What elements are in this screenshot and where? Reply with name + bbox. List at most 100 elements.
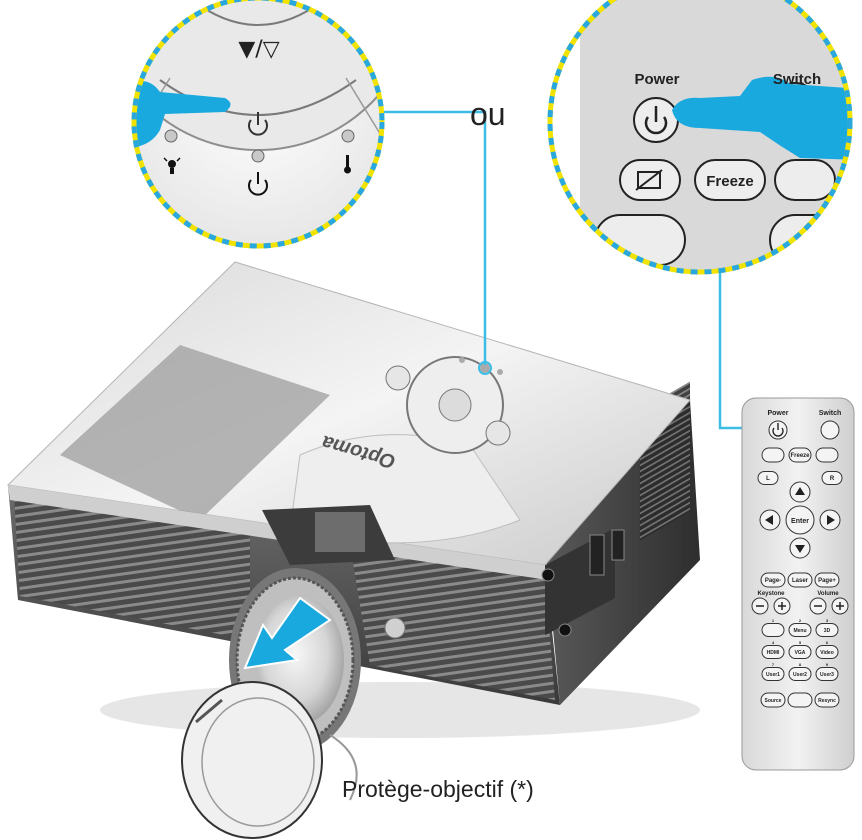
remote-volume-label: Volume xyxy=(817,591,839,597)
remote-page-1-button[interactable] xyxy=(787,572,813,588)
keypad-led-power xyxy=(480,363,490,373)
top-lid xyxy=(60,345,330,520)
led-power xyxy=(251,149,265,163)
remote-grid-8-label: User3 xyxy=(820,672,834,678)
hand-pointer-left xyxy=(134,81,231,148)
led-lamp xyxy=(164,129,178,143)
remote-grid-6-label: User1 xyxy=(766,672,780,678)
remote-grid-5-button[interactable] xyxy=(815,645,839,659)
port-vga xyxy=(589,534,605,576)
keypad-button-left xyxy=(385,365,411,391)
remote-lr-1-button[interactable] xyxy=(821,471,843,485)
remote-lr-0-button[interactable] xyxy=(757,471,779,485)
keypad-zoom-edge-right xyxy=(345,77,382,151)
remote-grid-4-button[interactable] xyxy=(788,645,812,659)
remote-bottom-1-button[interactable] xyxy=(787,692,813,708)
remote-grid-number: 2 xyxy=(799,618,802,623)
remote-grid-number: 8 xyxy=(799,662,802,667)
remote-grid-1-label: Menu xyxy=(793,628,806,634)
zoom-circle-keypad-border-dash xyxy=(131,0,385,249)
remote-grid-6-button[interactable] xyxy=(761,667,785,681)
keypad-led-temp xyxy=(497,369,503,375)
hand-pointer-right xyxy=(672,76,850,160)
remote-grid-number: 9 xyxy=(826,662,829,667)
remote-grid-number: 1 xyxy=(772,618,775,623)
lamp-icon xyxy=(163,157,181,174)
keypad-button-right xyxy=(485,420,511,446)
remote-zoom-power-label: Power xyxy=(634,71,679,88)
remote-zoom-mute-button xyxy=(774,159,836,201)
remote-grid-2-button[interactable] xyxy=(815,623,839,637)
remote-grid-number: 4 xyxy=(772,640,775,645)
keypad-center xyxy=(438,388,472,422)
zoom-ring xyxy=(315,512,365,552)
io-ports xyxy=(541,527,625,637)
power-button-icon xyxy=(248,112,268,136)
power-led-icon xyxy=(248,172,268,196)
port-hdmi xyxy=(611,529,625,561)
remote-grid-number: 6 xyxy=(826,640,829,645)
remote-grid-8-button[interactable] xyxy=(815,667,839,681)
remote-grid-1-button[interactable] xyxy=(788,623,812,637)
remote-bottom-2-button[interactable] xyxy=(814,692,840,708)
lens-cap-string xyxy=(329,734,358,801)
remote-grid-0-button[interactable] xyxy=(761,623,785,637)
lens-cap-inner-ring xyxy=(201,697,315,827)
remote-grid-7-button[interactable] xyxy=(788,667,812,681)
remote-grid-number: 7 xyxy=(772,662,775,667)
remote-grid-3-button[interactable] xyxy=(761,645,785,659)
plus-icon xyxy=(778,602,786,610)
left-arrow-icon xyxy=(765,515,773,525)
projector-keypad xyxy=(385,356,511,454)
keypad-led-lamp xyxy=(459,357,465,363)
remote-page-2-label: Page+ xyxy=(818,578,836,584)
remote-freeze-row-0-button[interactable] xyxy=(761,447,785,463)
remote-page-0-button[interactable] xyxy=(760,572,786,588)
keypad-down-arrow-label: ▼/▽ xyxy=(238,37,279,62)
zoom-circle-remote: Power Switch Freeze xyxy=(547,0,853,275)
remote-zoom-switch-label: Switch xyxy=(773,71,821,88)
remote-zoom-power-icon xyxy=(644,106,668,135)
blank-screen-icon xyxy=(637,171,661,189)
remote-numeric-grid: 1Menu23D3HDMI4VGA5Video6User17User28User… xyxy=(761,618,839,681)
plus-icon xyxy=(836,602,844,610)
projector: Optoma xyxy=(6,261,700,839)
remote-page-2-button[interactable] xyxy=(814,572,840,588)
remote-keystone-label: Keystone xyxy=(757,591,785,597)
callout-line-keypad xyxy=(375,110,487,365)
remote-enter-button[interactable] xyxy=(785,505,815,535)
remote-bottom-2-label: Resync xyxy=(818,698,836,704)
led-temp xyxy=(341,129,355,143)
remote-switch-button[interactable] xyxy=(820,420,840,440)
remote-zoom-r-button xyxy=(769,214,850,266)
remote-lr-1-label: R xyxy=(830,476,835,482)
remote-bottom-0-button[interactable] xyxy=(760,692,786,708)
remote-power-icon xyxy=(772,423,784,437)
lens-cap-label: Protège-objectif (*) xyxy=(342,776,534,802)
remote-lr-0-label: L xyxy=(766,476,770,482)
port-audio xyxy=(541,568,555,582)
zoom-circle-keypad: ▼/▽ xyxy=(131,0,385,249)
remote-row-bottom: Source Resync xyxy=(760,692,840,708)
remote-grid-2-label: 3D xyxy=(824,628,831,634)
remote-enter-label: Enter xyxy=(791,518,809,525)
remote-freeze-row-1-button[interactable] xyxy=(788,447,812,463)
remote-freeze-row-2-button[interactable] xyxy=(815,447,839,463)
remove-cap-arrow xyxy=(243,596,332,670)
callout-dot-keypad xyxy=(478,361,492,375)
front-grill-right xyxy=(350,545,555,700)
remote-grid-number: 3 xyxy=(826,618,829,623)
lens-cap-disc xyxy=(181,681,323,839)
remote-plusminus-row xyxy=(751,597,849,615)
remote-bottom-0-label: Source xyxy=(765,698,782,704)
lens-cap-tab xyxy=(195,698,223,724)
zoom-circle-remote-border-dash xyxy=(547,0,853,275)
thermometer-icon xyxy=(344,155,351,174)
remote-freeze-row-1-label: Freeze xyxy=(790,453,810,459)
up-arrow-icon xyxy=(795,487,805,495)
remote-grid-number: 5 xyxy=(799,640,802,645)
